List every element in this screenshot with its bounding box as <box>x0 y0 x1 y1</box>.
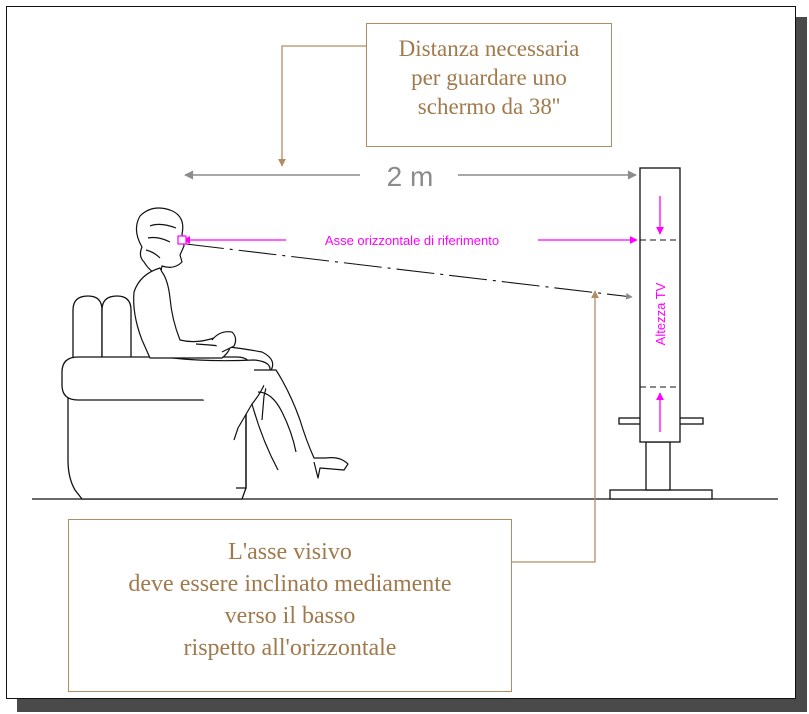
visual-axis-line <box>185 243 633 300</box>
horizontal-axis-label: Asse orizzontale di riferimento <box>325 233 499 248</box>
distance-callout-line-2: per guardare uno <box>411 65 567 90</box>
axis-callout-line-2: deve essere inclinato mediamente <box>128 571 452 597</box>
distance-callout-leader <box>278 45 366 167</box>
distance-callout-line-3: schermo da 38'' <box>417 94 561 119</box>
distance-callout: Distanza necessaria per guardare uno sch… <box>366 23 612 147</box>
axis-callout-line-3: verso il basso <box>224 603 356 629</box>
distance-callout-line-1: Distanza necessaria <box>398 36 580 61</box>
tv-height-label: Altezza TV <box>653 282 668 345</box>
axis-callout-line-4: rispetto all'orizzontale <box>183 635 397 661</box>
distance-label: 2 m <box>387 161 434 192</box>
horizontal-reference-axis: Asse orizzontale di riferimento <box>182 233 638 248</box>
visual-axis-callout: L'asse visivo deve essere inclinato medi… <box>68 519 512 692</box>
axis-callout-leader <box>512 290 599 563</box>
axis-callout-line-1: L'asse visivo <box>228 539 352 565</box>
tv-height-dimension: Altezza TV <box>640 196 680 432</box>
distance-dimension: 2 m <box>184 161 637 192</box>
seated-woman-figure <box>133 207 349 479</box>
